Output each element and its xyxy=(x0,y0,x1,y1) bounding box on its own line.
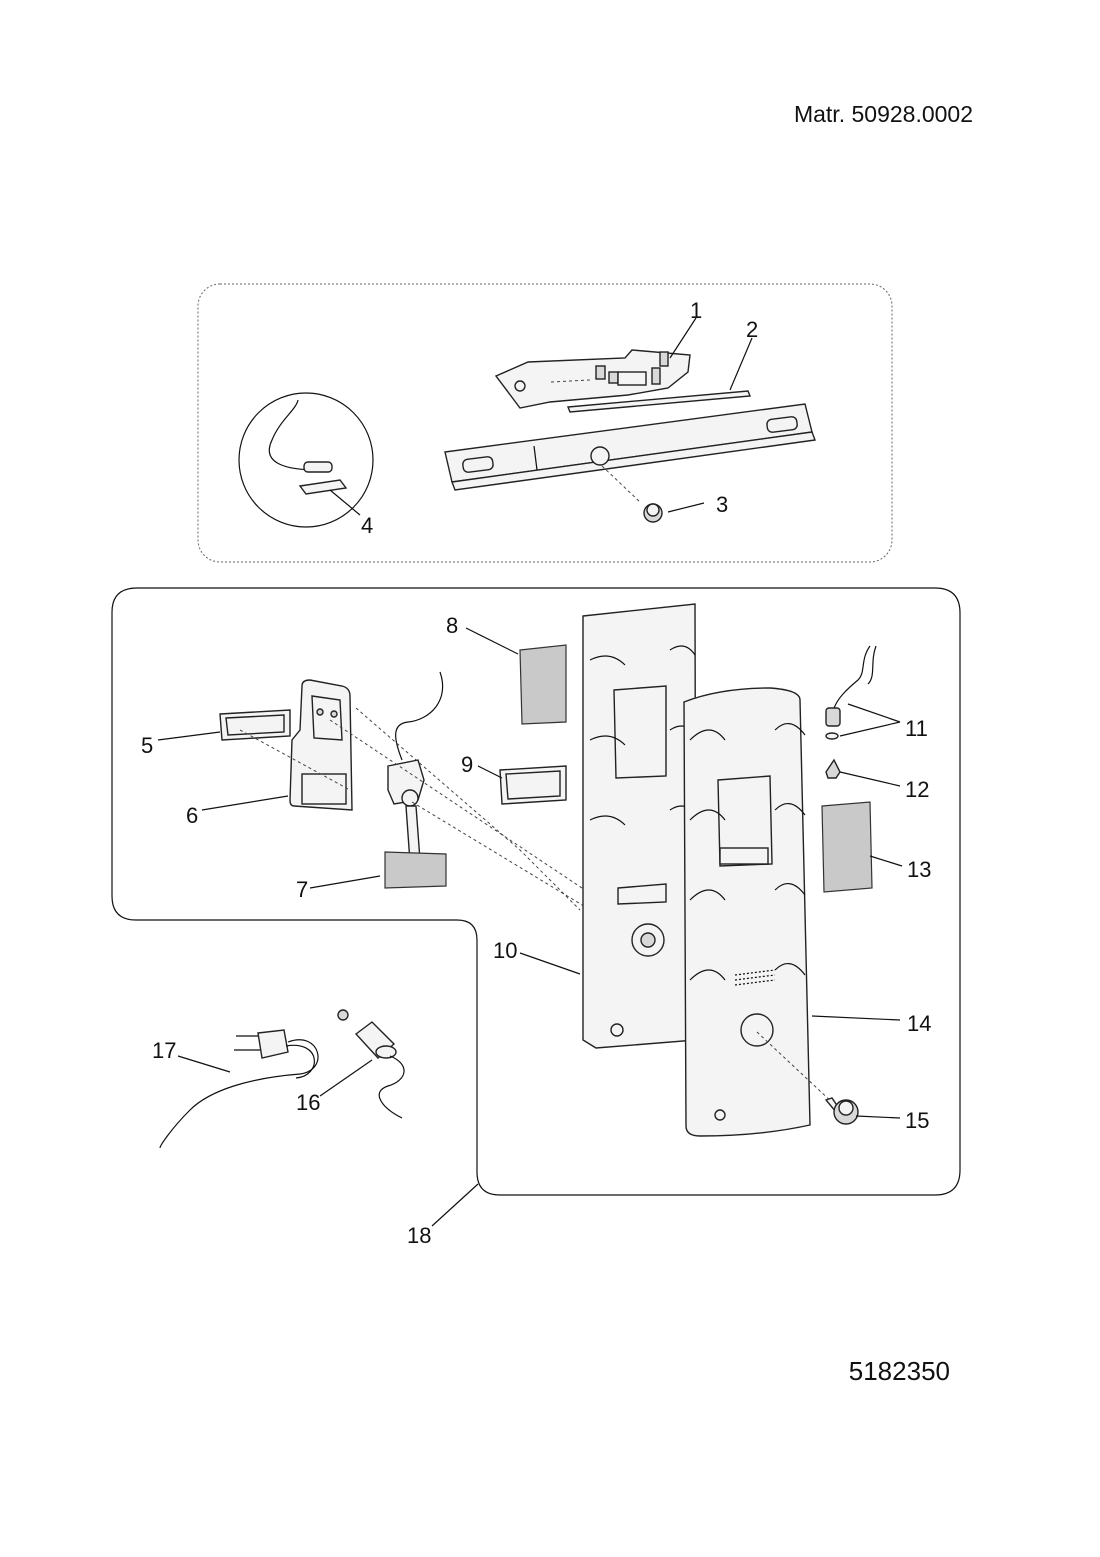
callout-2: 2 xyxy=(746,317,758,342)
power-cord-plug xyxy=(159,1029,319,1149)
knob-small xyxy=(643,503,663,523)
callout-13: 13 xyxy=(907,857,931,882)
callout-18: 18 xyxy=(407,1223,431,1248)
callout-14: 14 xyxy=(907,1011,931,1036)
plate-filter xyxy=(384,851,447,889)
callout-12: 12 xyxy=(905,777,929,802)
wire-connector xyxy=(825,645,877,740)
control-panel-bar xyxy=(444,403,816,491)
upper-assembly-frame xyxy=(197,283,893,563)
gasket-frame-middle xyxy=(499,765,567,805)
material-number: Matr. 50928.0002 xyxy=(793,101,973,127)
pad-upper xyxy=(519,644,567,725)
gasket-frame-left xyxy=(219,709,291,741)
knob-large xyxy=(824,1097,859,1125)
callout-7: 7 xyxy=(296,877,308,902)
callout-16: 16 xyxy=(296,1090,320,1115)
drawing-number: 5182350 xyxy=(848,1356,950,1386)
front-housing xyxy=(683,687,811,1137)
callout-17: 17 xyxy=(152,1038,176,1063)
motor-unit xyxy=(387,671,444,863)
sensor-detail-circle xyxy=(238,392,374,528)
callout-6: 6 xyxy=(186,803,198,828)
housing-bracket xyxy=(289,679,353,811)
control-pcb xyxy=(494,349,691,409)
callout-4: 4 xyxy=(361,513,373,538)
callout-15: 15 xyxy=(905,1108,929,1133)
callout-11: 11 xyxy=(905,716,928,741)
callout-9: 9 xyxy=(461,752,473,777)
rear-housing xyxy=(582,603,697,1049)
indicator-lamp xyxy=(825,758,841,779)
capacitor xyxy=(337,1009,405,1119)
callout-10: 10 xyxy=(493,938,517,963)
lower-assembly-frame xyxy=(111,587,961,1196)
callout-5: 5 xyxy=(141,733,153,758)
callout-3: 3 xyxy=(716,492,728,517)
light-guide-strip xyxy=(567,390,751,413)
pad-right xyxy=(821,801,873,893)
callout-1: 1 xyxy=(690,298,702,323)
callout-8: 8 xyxy=(446,613,458,638)
